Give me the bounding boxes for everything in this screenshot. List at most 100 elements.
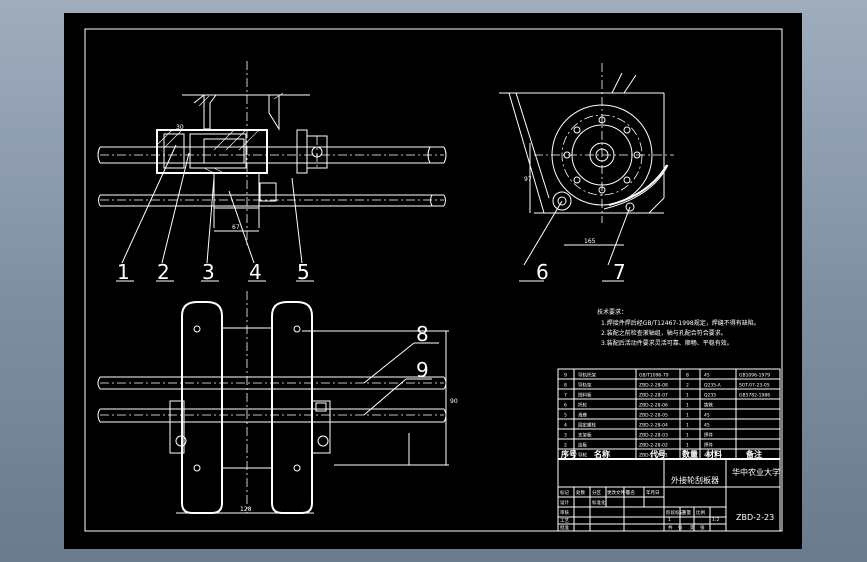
tb-label-process: 工艺	[560, 518, 569, 524]
parts-table-cell: 1	[686, 403, 689, 409]
parts-table-cell: GB1096-1979	[739, 373, 770, 379]
callout-2: 2	[157, 260, 170, 284]
parts-table-cell: GB/T1096-79	[639, 373, 669, 379]
parts-table-cell: Q235-A	[704, 383, 722, 389]
cad-drawing: 67 30 1 2 3 4 5	[84, 28, 783, 532]
parts-table-cell: 1	[686, 433, 689, 439]
dim-front-width: 67	[232, 224, 240, 231]
parts-table-cell: 4	[564, 423, 567, 429]
top-view: 128 90 8 9	[97, 291, 458, 514]
parts-table-cell: ZBD-2-28-02	[639, 443, 668, 449]
parts-table-cell: 滑座	[578, 412, 587, 419]
tb-label-change: 更改文件号	[607, 489, 630, 496]
callout-8: 8	[416, 322, 429, 346]
parts-table-cell: 焊件	[704, 442, 713, 449]
parts-table-cell: GB5782-1986	[739, 393, 770, 399]
sheet-number: 1	[668, 517, 671, 523]
table-header-qty: 数量	[682, 449, 698, 459]
tb-label-date: 年月日	[646, 489, 660, 496]
parts-table-cell: 托轮	[578, 402, 587, 409]
scale: 1:2	[712, 517, 719, 523]
parts-table-cell: 45	[704, 423, 710, 429]
tb-label-page: 第	[690, 524, 695, 531]
parts-table-cell: 1	[686, 393, 689, 399]
callout-3: 3	[202, 260, 215, 284]
parts-table-cell: 1	[686, 413, 689, 419]
parts-table-cell: 导轮	[578, 452, 587, 459]
table-header-remark: 备注	[745, 449, 762, 459]
tb-label-stage: 阶段标记	[666, 509, 684, 516]
parts-table-cell: ZBD-2-28-04	[639, 423, 668, 429]
table-header-code: 代号	[649, 449, 666, 459]
tb-label-sheets-b: 张	[700, 524, 705, 531]
parts-table-cell: 5	[564, 413, 567, 419]
parts-table-cell: 8	[686, 373, 689, 379]
tb-label-sheets-a: 张	[678, 524, 683, 531]
callout-6: 6	[536, 260, 549, 284]
tb-label-total: 共	[668, 524, 673, 531]
parts-table-cell: 导轨托架	[578, 372, 596, 379]
parts-table-cell: 2	[564, 443, 567, 449]
front-view: 67 30 1 2 3 4 5	[97, 61, 447, 284]
parts-table-cell: 45	[704, 453, 710, 459]
parts-table-cell: 1	[686, 423, 689, 429]
tb-label-sign: 签名	[626, 489, 635, 496]
drawing-name: 外接轮刮板器	[671, 475, 719, 485]
callout-1: 1	[117, 260, 130, 284]
parts-table-cell: 连板	[578, 442, 587, 449]
parts-table-cell: 3	[564, 433, 567, 439]
drawing-number: ZBD-2-23	[736, 513, 774, 522]
parts-table-cell: ZBD-2-28-03	[639, 433, 668, 439]
callout-9: 9	[416, 358, 429, 382]
parts-table-cell: ZBD-2-28-05	[639, 413, 668, 419]
parts-table-cell: ZBD-2-28-07	[639, 393, 668, 399]
company-name: 华中农业大学	[732, 467, 780, 477]
parts-table-cell: 7	[564, 393, 567, 399]
dim-side-height: 97	[524, 176, 532, 183]
dim-top: 30	[176, 124, 184, 131]
tb-label-design: 设计	[560, 499, 569, 506]
parts-table-cell: 挡料板	[578, 392, 592, 399]
parts-table-cell: 铸铁	[704, 402, 713, 409]
parts-table-cell: 1	[686, 443, 689, 449]
dim-side-width: 165	[584, 238, 596, 245]
tb-label-approve: 批准	[560, 524, 569, 531]
parts-table-cell: ZBD-2-28-08	[639, 383, 668, 389]
note-line-2: 2.装配之前检查滚轴组，轴与孔配合符合要求。	[601, 329, 727, 337]
tb-label-count: 处数	[576, 489, 585, 496]
note-line-1: 1.焊接件焊后经GB/T12467-1998规定，焊缝不得有缺陷。	[601, 319, 760, 327]
tb-label-zone: 分区	[592, 489, 601, 496]
dim-top-width: 128	[240, 506, 252, 513]
parts-table-cell: 焊件	[704, 432, 713, 439]
parts-table-cell: 固定螺栓	[578, 422, 596, 429]
parts-table-cell: Q235	[704, 393, 716, 399]
tb-label-scale: 比例	[696, 509, 705, 516]
side-view: 165 97 6 7	[499, 63, 674, 284]
callout-7: 7	[613, 260, 626, 284]
tb-label-standard: 标准化	[592, 499, 606, 506]
parts-table-cell: ZBD-2-28-06	[639, 403, 668, 409]
technical-notes: 技术要求： 1.焊接件焊后经GB/T12467-1998规定，焊缝不得有缺陷。 …	[597, 308, 760, 347]
parts-table-cell: 6	[564, 403, 567, 409]
tb-label-mark: 标记	[560, 489, 569, 496]
dim-top-height: 90	[450, 398, 458, 405]
callout-4: 4	[249, 260, 262, 284]
tb-label-weight: 重量	[682, 509, 691, 516]
parts-table-cell: ZBD-2-28-01	[639, 453, 668, 459]
parts-table-cell: 9	[564, 373, 567, 379]
table-header-name: 名称	[594, 449, 610, 459]
notes-title: 技术要求：	[597, 308, 627, 316]
table-header-no: 序号	[561, 449, 577, 459]
parts-table-cell: 45	[704, 413, 710, 419]
parts-table-cell: 支架板	[578, 432, 592, 439]
drawing-sheet: 67 30 1 2 3 4 5	[64, 13, 802, 549]
table-header-material: 材料	[706, 449, 722, 459]
callout-5: 5	[297, 260, 310, 284]
note-line-3: 3.装配后活动件要求灵活可靠、顺畅、平稳有效。	[601, 339, 733, 347]
parts-table-cell: 导轨架	[578, 382, 592, 389]
tb-label-review: 审核	[560, 509, 569, 516]
parts-table-cell: 2	[686, 383, 689, 389]
parts-table-cell: 1	[686, 453, 689, 459]
parts-table-cell: SGT-07-23-05	[739, 383, 770, 389]
